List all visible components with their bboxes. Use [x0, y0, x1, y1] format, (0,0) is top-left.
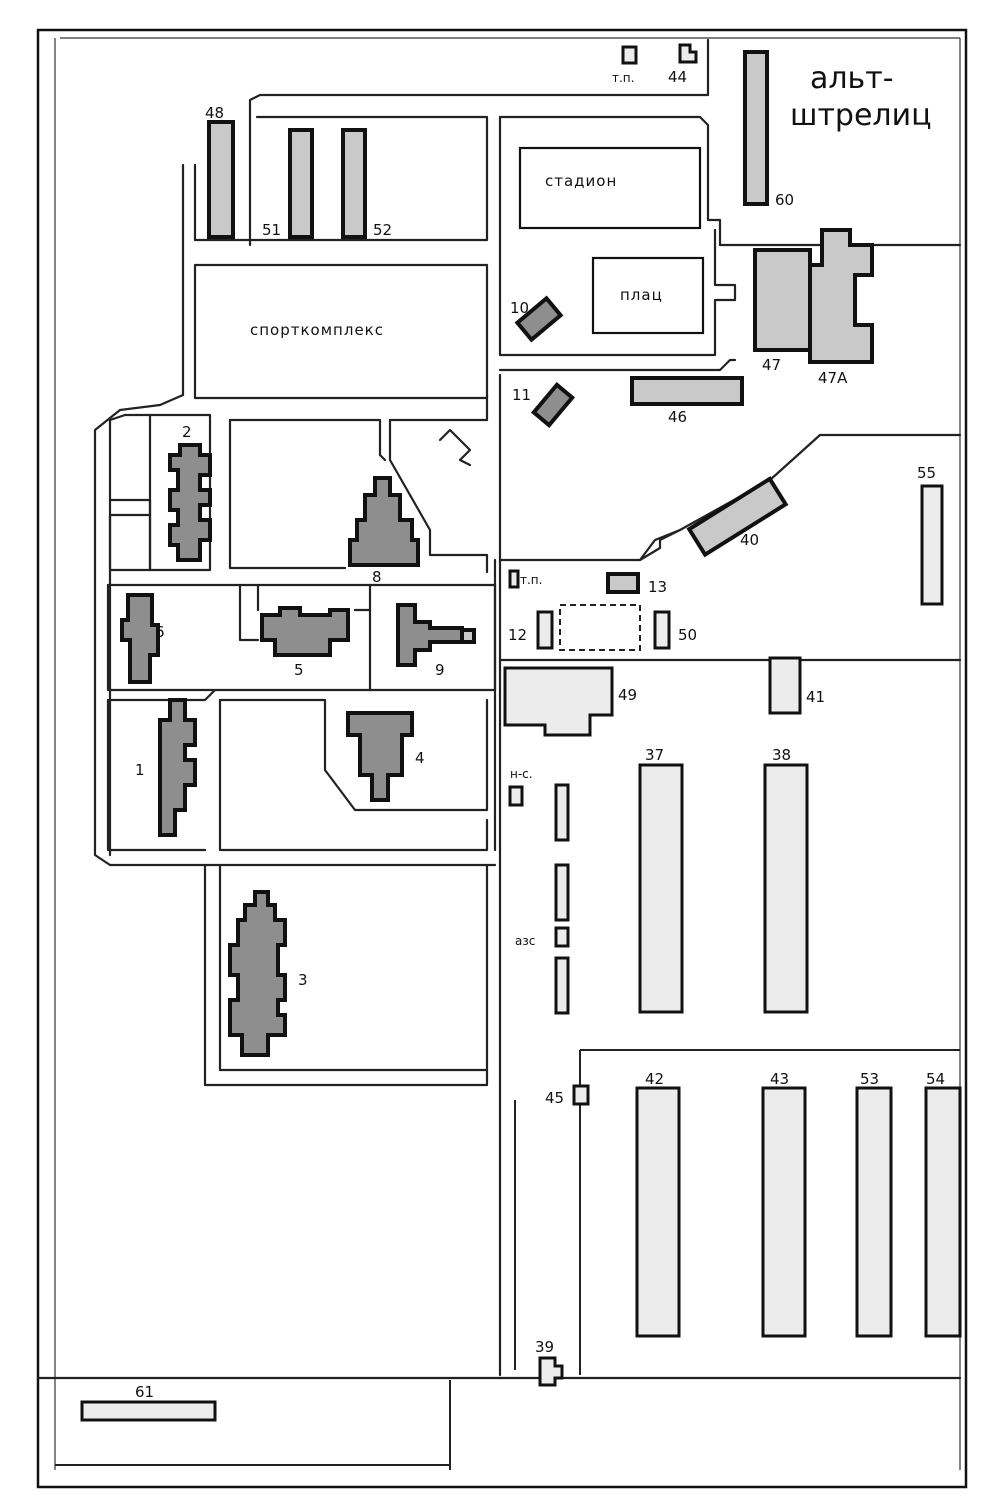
building-6-label: 6 — [155, 623, 165, 641]
fuel-pump-rack-2 — [554, 863, 570, 922]
small-structure — [438, 428, 472, 467]
transformer-substation-top — [621, 45, 638, 65]
building-41-label: 41 — [806, 688, 825, 706]
building-5-label: 5 — [294, 661, 304, 679]
building-60 — [743, 50, 769, 206]
building-4 — [346, 711, 414, 802]
map-frame — [36, 28, 968, 1489]
building-54 — [924, 1086, 962, 1338]
building-45-label: 45 — [545, 1089, 564, 1107]
building-13-label: 13 — [648, 578, 667, 596]
tp-top-label: т.п. — [612, 71, 634, 85]
fuel-pump-rack-3 — [554, 956, 570, 1015]
tp-mid-label: т.п. — [520, 573, 542, 587]
building-52 — [341, 128, 367, 239]
building-6 — [120, 593, 160, 684]
building-40 — [686, 476, 789, 558]
road-network — [36, 38, 962, 1380]
building-46 — [630, 376, 744, 406]
building-8-label: 8 — [372, 568, 382, 586]
building-50-label: 50 — [678, 626, 697, 644]
building-53 — [855, 1086, 893, 1338]
building-2 — [168, 443, 212, 562]
building-55 — [920, 484, 944, 606]
fence-lines — [55, 604, 960, 1470]
stadium-area: стадион — [518, 146, 702, 230]
fuel-station-label: азс — [515, 934, 535, 948]
stadium-label: стадион — [545, 172, 617, 190]
building-41 — [768, 656, 802, 715]
building-42 — [635, 1086, 681, 1338]
building-48 — [207, 120, 235, 239]
parade-ground-area: плац — [591, 256, 705, 335]
building-42-label: 42 — [645, 1070, 664, 1088]
building-43 — [761, 1086, 807, 1338]
building-60-label: 60 — [775, 191, 794, 209]
pump-station-label: н-с. — [510, 767, 533, 781]
fuel-station-building — [554, 926, 570, 948]
building-10-label: 10 — [510, 299, 529, 317]
building-3 — [228, 890, 287, 1057]
building-46-label: 46 — [668, 408, 687, 426]
map-title-line2: штрелиц — [790, 98, 932, 133]
building-1-label: 1 — [135, 761, 145, 779]
building-10 — [514, 295, 564, 343]
building-37-label: 37 — [645, 746, 664, 764]
building-47a — [808, 228, 874, 364]
building-55-label: 55 — [917, 464, 936, 482]
pump-station — [508, 785, 524, 807]
building-43-label: 43 — [770, 1070, 789, 1088]
parade-ground-label: плац — [620, 286, 663, 304]
building-9-label: 9 — [435, 661, 445, 679]
building-37 — [638, 763, 684, 1014]
building-40-label: 40 — [740, 531, 759, 549]
building-38-label: 38 — [772, 746, 791, 764]
building-5 — [260, 606, 350, 657]
building-39 — [538, 1356, 564, 1387]
building-9-annex — [460, 628, 476, 644]
building-8 — [348, 476, 420, 567]
building-4-label: 4 — [415, 749, 425, 767]
building-52-label: 52 — [373, 221, 392, 239]
building-39-label: 39 — [535, 1338, 554, 1356]
building-47a-label: 47А — [818, 369, 848, 387]
building-54-label: 54 — [926, 1070, 945, 1088]
building-51 — [288, 128, 314, 239]
building-1 — [158, 698, 197, 837]
building-12-label: 12 — [508, 626, 527, 644]
sports-complex-label: спорткомплекс — [250, 321, 384, 339]
building-51-label: 51 — [262, 221, 281, 239]
building-38 — [763, 763, 809, 1014]
building-53-label: 53 — [860, 1070, 879, 1088]
building-11-label: 11 — [512, 386, 531, 404]
fuel-pump-rack-1 — [554, 783, 570, 842]
building-44-label: 44 — [668, 68, 687, 86]
building-49-label: 49 — [618, 686, 637, 704]
building-13 — [606, 572, 640, 594]
building-44 — [678, 43, 698, 64]
transformer-substation-mid — [508, 569, 520, 589]
building-61-label: 61 — [135, 1383, 154, 1401]
building-2-label: 2 — [182, 423, 192, 441]
building-11 — [530, 381, 576, 429]
building-9 — [396, 603, 464, 667]
building-47 — [753, 248, 812, 352]
building-3-label: 3 — [298, 971, 308, 989]
building-45 — [572, 1084, 590, 1106]
building-48-label: 48 — [205, 104, 224, 122]
building-47-label: 47 — [762, 356, 781, 374]
building-12 — [536, 610, 554, 650]
map-title-line1: альт- — [810, 61, 894, 96]
building-61 — [80, 1400, 217, 1422]
building-49 — [503, 666, 614, 737]
building-50 — [653, 610, 671, 650]
